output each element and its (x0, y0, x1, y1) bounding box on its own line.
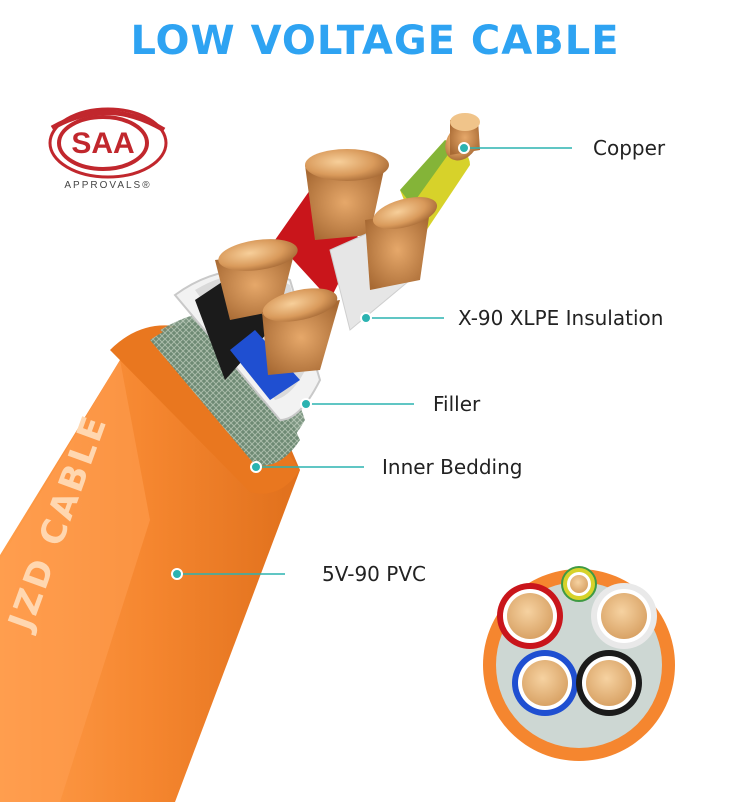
leader-dots (171, 142, 470, 580)
cable-sheath: JZD CABLE (0, 325, 300, 802)
conductor-white (329, 197, 438, 331)
cross-core-white (591, 583, 657, 649)
label-inner-bedding: Inner Bedding (382, 455, 523, 479)
label-filler: Filler (433, 392, 481, 416)
page-title: LOW VOLTAGE CABLE (130, 18, 620, 64)
leader-lines (177, 147, 572, 575)
cable-cross-section (483, 566, 675, 761)
conductor-black (195, 239, 298, 380)
saa-logo-swoosh (50, 110, 166, 133)
label-sheath: 5V-90 PVC (322, 562, 426, 586)
conductor-blue (230, 288, 340, 400)
cross-core-yellow-green (561, 566, 597, 602)
leader-dot-sheath (171, 568, 183, 580)
cross-core-red (497, 583, 563, 649)
cross-core-blue (512, 650, 578, 716)
saa-logo: SAA APPROVALS® (48, 107, 168, 191)
cross-core-black (576, 650, 642, 716)
saa-logo-ring (48, 107, 168, 179)
leader-dot-filler (300, 398, 312, 410)
label-copper: Copper (593, 136, 666, 160)
leader-dot-copper (458, 142, 470, 154)
saa-logo-mark: SAA (71, 127, 134, 160)
saa-logo-oval (57, 115, 149, 171)
leader-dot-insulation (360, 312, 372, 324)
label-insulation: X-90 XLPE Insulation (458, 306, 664, 330)
saa-logo-subtext: APPROVALS® (64, 180, 151, 191)
leader-dot-inner-bedding (250, 461, 262, 473)
